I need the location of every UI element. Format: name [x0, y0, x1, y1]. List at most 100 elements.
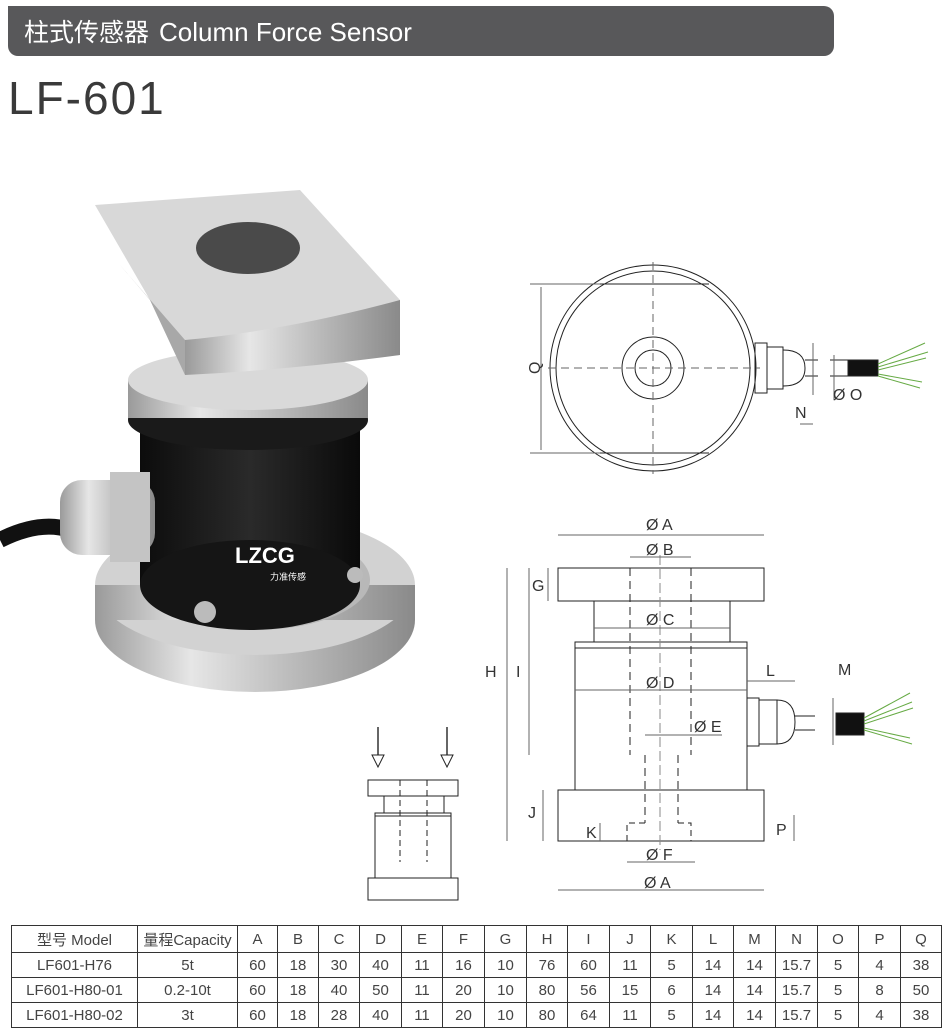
cell: 40	[318, 977, 360, 1003]
label-i: I	[516, 664, 520, 681]
col-header: D	[359, 925, 402, 953]
cell: 11	[401, 977, 443, 1003]
label-l: L	[766, 663, 775, 680]
cell-capacity: 5t	[137, 952, 238, 978]
cell: 60	[567, 952, 610, 978]
table-row: LF601-H76 5t 60 18 30 40 11 16 10 76 60 …	[11, 952, 942, 978]
model-title: LF-601	[8, 72, 166, 124]
col-header: I	[567, 925, 610, 953]
cell: 15	[609, 977, 651, 1003]
cell-model: LF601-H80-02	[11, 1002, 138, 1028]
cell: 14	[692, 952, 734, 978]
col-header: 型号 Model	[11, 925, 138, 953]
cell: 14	[733, 977, 776, 1003]
cell: 50	[900, 977, 942, 1003]
cell: 18	[277, 1002, 319, 1028]
cell: 40	[359, 952, 402, 978]
cell: 30	[318, 952, 360, 978]
cell: 40	[359, 1002, 402, 1028]
cell: 76	[526, 952, 568, 978]
col-header: K	[650, 925, 693, 953]
cell: 16	[442, 952, 485, 978]
cell: 5	[817, 1002, 859, 1028]
brand-logo: LZCG	[235, 543, 295, 568]
label-j: J	[528, 805, 536, 822]
cell: 18	[277, 952, 319, 978]
label-e: Ø E	[694, 719, 722, 736]
cell: 15.7	[775, 1002, 818, 1028]
cell: 64	[567, 1002, 610, 1028]
cell: 18	[277, 977, 319, 1003]
col-header: N	[775, 925, 818, 953]
col-header: 量程Capacity	[137, 925, 238, 953]
cell-capacity: 3t	[137, 1002, 238, 1028]
cell: 15.7	[775, 952, 818, 978]
side-view	[506, 534, 914, 891]
screw-icon	[194, 601, 216, 623]
cell: 5	[817, 952, 859, 978]
cell: 4	[858, 1002, 901, 1028]
label-a-bottom: Ø A	[644, 875, 671, 892]
cell: 14	[692, 1002, 734, 1028]
cell: 20	[442, 977, 485, 1003]
cell: 14	[733, 952, 776, 978]
label-n: N	[795, 405, 807, 422]
title-cn: 柱式传感器	[24, 18, 150, 47]
label-b: Ø B	[646, 542, 674, 559]
cell: 38	[900, 952, 942, 978]
cell: 6	[650, 977, 693, 1003]
product-photo: LZCG 力准传感	[0, 190, 415, 692]
col-header: G	[484, 925, 527, 953]
cell: 60	[237, 1002, 278, 1028]
col-header: A	[237, 925, 278, 953]
cell: 11	[401, 952, 443, 978]
cell-model: LF601-H76	[11, 952, 138, 978]
cell: 4	[858, 952, 901, 978]
cell: 50	[359, 977, 402, 1003]
header-banner: 柱式传感器 Column Force Sensor	[8, 6, 834, 56]
cell: 14	[733, 1002, 776, 1028]
cell: 10	[484, 952, 527, 978]
col-header: C	[318, 925, 360, 953]
label-f: Ø F	[646, 847, 673, 864]
label-c: Ø C	[646, 612, 674, 629]
cell: 80	[526, 1002, 568, 1028]
cell: 38	[900, 1002, 942, 1028]
col-header: J	[609, 925, 651, 953]
cell: 5	[650, 1002, 693, 1028]
label-q: Q	[527, 362, 544, 374]
cell: 10	[484, 977, 527, 1003]
cell: 80	[526, 977, 568, 1003]
cell-model: LF601-H80-01	[11, 977, 138, 1003]
col-header: H	[526, 925, 568, 953]
screw-icon	[347, 567, 363, 583]
col-header: B	[277, 925, 319, 953]
label-o: Ø O	[833, 387, 862, 404]
col-header: M	[733, 925, 776, 953]
cell: 8	[858, 977, 901, 1003]
cell-capacity: 0.2-10t	[137, 977, 238, 1003]
header-title: 柱式传感器 Column Force Sensor	[24, 16, 412, 49]
cell: 60	[237, 977, 278, 1003]
cell: 10	[484, 1002, 527, 1028]
cell: 11	[609, 952, 651, 978]
label-d: Ø D	[646, 675, 674, 692]
col-header: F	[442, 925, 485, 953]
cell: 5	[817, 977, 859, 1003]
load-diagram	[367, 727, 459, 901]
spec-table: 型号 Model 量程Capacity A B C D E F G H I J …	[11, 925, 942, 1028]
col-header: E	[401, 925, 443, 953]
cell: 28	[318, 1002, 360, 1028]
label-p: P	[776, 822, 787, 839]
cell: 15.7	[775, 977, 818, 1003]
table-header-row: 型号 Model 量程Capacity A B C D E F G H I J …	[11, 925, 942, 953]
cell: 56	[567, 977, 610, 1003]
label-k: K	[586, 825, 597, 842]
col-header: L	[692, 925, 734, 953]
col-header: O	[817, 925, 859, 953]
cell: 20	[442, 1002, 485, 1028]
cell: 11	[401, 1002, 443, 1028]
cell: 14	[692, 977, 734, 1003]
top-view	[530, 262, 929, 474]
title-en: Column Force Sensor	[159, 17, 412, 47]
